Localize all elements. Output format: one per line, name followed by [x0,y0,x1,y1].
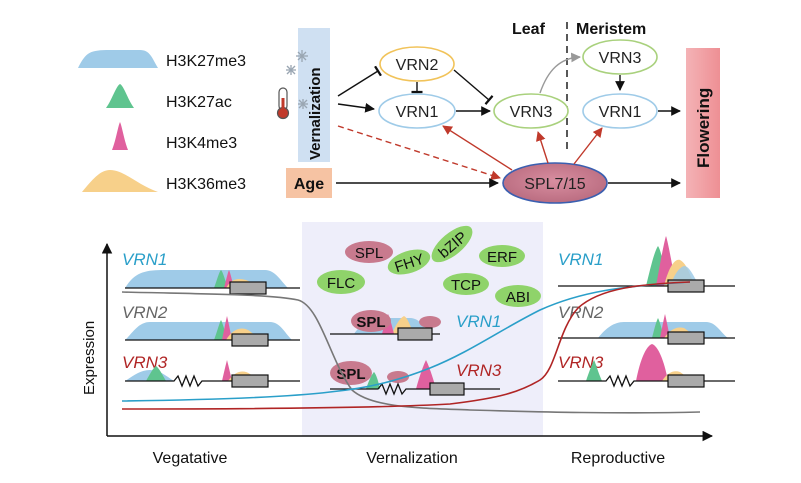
legend-label: H3K36me3 [166,176,246,193]
svg-text:VRN2: VRN2 [122,303,168,322]
h3k27ac-swatch-icon [106,84,134,108]
phase-label-vernalization: Vernalization [366,450,458,467]
legend: H3K27me3 H3K27ac H3K4me3 H3K36me3 [78,50,246,193]
svg-text:ERF: ERF [487,249,517,266]
locus-vrn3-reproductive: VRN3 [558,344,735,388]
locus-vrn1-reproductive: VRN1 [558,236,735,293]
locus-vrn3-vegetative: VRN3 [122,353,300,388]
mid-spl-label: SPL [356,314,385,331]
age-label: Age [294,176,324,193]
h3k4me3-swatch-icon [112,122,128,150]
svg-text:TCP: TCP [451,277,481,294]
mid-vrn1-label: VRN1 [456,312,501,331]
svg-text:VRN2: VRN2 [558,303,604,322]
svg-text:VRN1: VRN1 [396,104,439,121]
snowflake-icon [286,50,308,75]
tf-flc: FLC [317,270,365,294]
tf-erf: ERF [479,245,525,267]
svg-text:VRN3: VRN3 [510,104,553,121]
legend-item-h3k27me3: H3K27me3 [78,50,246,70]
svg-text:VRN1: VRN1 [558,250,603,269]
legend-item-h3k36me3: H3K36me3 [82,170,246,193]
vernalization-label: Vernalization [307,67,324,160]
phase-label-vegetative: Vegatative [153,450,228,467]
mid-spl-label: SPL [336,366,365,383]
vrn2-expression-curve [121,291,701,414]
thermometer-icon [276,87,290,120]
svg-text:Flowering: Flowering [694,88,713,168]
transcription-factors: SPL FHY bZIP ERF FLC TCP ABI [317,225,541,307]
age-box [286,168,332,198]
snowflake-icon [298,99,308,109]
vernalization-band [298,28,330,162]
svg-text:FLC: FLC [327,275,356,292]
svg-text:VRN1: VRN1 [599,104,642,121]
locus-vrn1-vegetative: VRN1 [122,250,300,295]
vrn1-expression-curve [121,281,691,402]
svg-text:SPL: SPL [355,245,383,262]
svg-text:VRN3: VRN3 [599,50,642,67]
vrn3-expression-curve [121,281,691,410]
node-vrn1-meristem: VRN1 [582,93,658,129]
tf-tcp: TCP [443,273,489,295]
svg-text:VRN3: VRN3 [122,353,168,372]
locus-vrn2-vegetative: VRN2 [122,303,300,347]
legend-label: H3K4me3 [166,135,237,152]
legend-item-h3k27ac: H3K27ac [106,84,232,111]
tf-spl: SPL [345,241,393,263]
node-vrn1-leaf: VRN1 [378,93,456,129]
h3k36me3-swatch-icon [82,170,158,192]
tf-fhy: FHY [387,249,431,276]
node-vrn2: VRN2 [379,46,455,82]
node-spl7-15: SPL7/15 [502,162,608,204]
locus-vrn3-vernalization: SPL VRN3 [330,360,502,396]
svg-text:SPL7/15: SPL7/15 [524,176,585,193]
legend-label: H3K27ac [166,94,232,111]
network-edges [336,52,681,188]
svg-text:ABI: ABI [506,289,530,306]
node-vrn3-leaf: VRN3 [493,93,569,129]
locus-vrn1-vernalization: SPL VRN1 [330,310,501,341]
locus-vrn2-reproductive: VRN2 [558,303,735,345]
h3k27me3-swatch-icon [78,50,158,68]
node-vrn3-meristem: VRN3 [582,39,658,75]
svg-text:VRN2: VRN2 [396,57,439,74]
meristem-label: Meristem [576,21,646,38]
mid-vrn3-label: VRN3 [456,361,502,380]
legend-label: H3K27me3 [166,53,246,70]
legend-item-h3k4me3: H3K4me3 [112,122,237,152]
phase-label-reproductive: Reproductive [571,450,665,467]
svg-text:VRN1: VRN1 [122,250,167,269]
y-axis-label: Expression [81,321,98,395]
leaf-label: Leaf [512,21,546,38]
node-flowering: Flowering [686,48,720,198]
tf-abi: ABI [495,285,541,307]
